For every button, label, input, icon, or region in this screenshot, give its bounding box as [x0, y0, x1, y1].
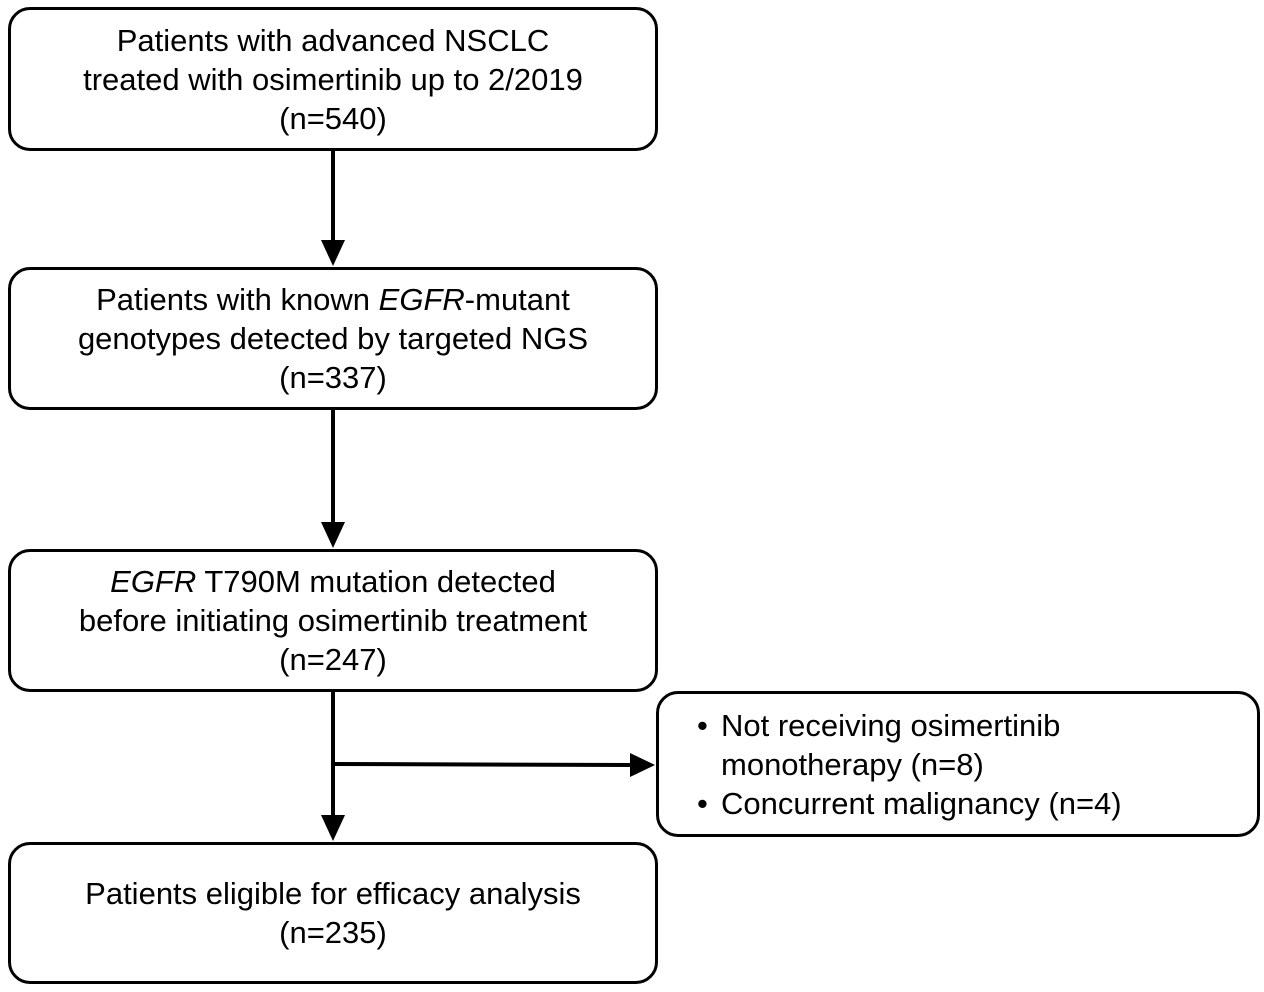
box-eligible-efficacy: Patients eligible for efficacy analysis (…	[8, 842, 658, 984]
exclusion-item: • Concurrent malignancy (n=4)	[697, 784, 1122, 823]
box-text-segment: T790M mutation detected	[196, 564, 556, 599]
box-text-segment: Patients with known	[96, 282, 379, 317]
bullet-icon: •	[697, 707, 708, 743]
exclusion-text-line: monotherapy (n=8)	[721, 746, 984, 782]
arrow-1-2-head	[321, 240, 345, 266]
box-text-line: genotypes detected by targeted NGS	[78, 319, 588, 358]
box-text-segment: Patients with advanced NSCLC	[116, 22, 550, 58]
box-text-line: (n=337)	[279, 358, 387, 397]
box-text-line: treated with osimertinib up to 2/2019	[83, 60, 583, 99]
box-text-line: (n=235)	[279, 913, 387, 952]
arrow-exclusion-line	[332, 762, 633, 767]
box-text-segment: (n=247)	[279, 642, 387, 677]
bullet-icon: •	[697, 785, 708, 821]
box-text-segment: (n=540)	[279, 100, 387, 136]
arrow-exclusion-head	[630, 753, 655, 777]
box-text-segment: before initiating osimertinib treatment	[78, 603, 588, 638]
box-text-line: (n=247)	[279, 640, 387, 679]
box-text-segment: (n=235)	[279, 915, 387, 950]
box-text-line: Patients with advanced NSCLC	[117, 21, 550, 60]
box-text-segment: -mutant	[464, 282, 570, 317]
box-text-line: (n=540)	[279, 99, 387, 138]
exclusion-text-line: Not receiving osimertinib	[721, 707, 1061, 743]
box-text-line: Patients with known EGFR-mutant	[96, 280, 570, 319]
box-text-line: Patients eligible for efficacy analysis	[85, 874, 581, 913]
box-text-segment: genotypes detected by targeted NGS	[77, 321, 589, 356]
arrow-2-3-head	[321, 522, 345, 548]
box-text-segment: EGFR	[378, 282, 465, 317]
box-text-segment: EGFR	[110, 564, 197, 599]
arrow-3-4-head	[321, 815, 345, 841]
box-text-segment: Patients eligible for efficacy analysis	[85, 876, 581, 911]
box-text-segment: (n=337)	[279, 360, 387, 395]
box-text-line: before initiating osimertinib treatment	[79, 601, 587, 640]
box-text-line: EGFR T790M mutation detected	[110, 562, 556, 601]
exclusion-text: Concurrent malignancy (n=4)	[721, 784, 1122, 823]
exclusion-text-line: Concurrent malignancy (n=4)	[721, 785, 1122, 821]
box-text-segment: treated with osimertinib up to 2/2019	[83, 61, 583, 97]
